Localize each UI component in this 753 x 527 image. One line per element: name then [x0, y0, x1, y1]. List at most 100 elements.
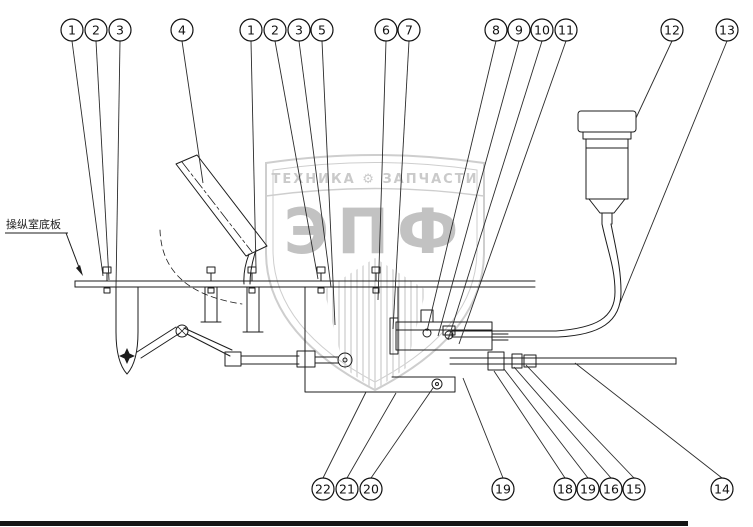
- callout-number: 1: [68, 23, 76, 38]
- callout-circle: [484, 18, 508, 42]
- leader-line-18: [493, 370, 566, 479]
- callout-circle: [310, 18, 334, 42]
- callout-circle: [576, 477, 600, 501]
- callout-circle: [530, 18, 554, 42]
- arrowhead-icon: [76, 265, 83, 276]
- pedal-travel-arc: [159, 229, 243, 305]
- callout-13: 13: [715, 18, 739, 42]
- callout-circle: [287, 18, 311, 42]
- star-mark-icon: [119, 348, 135, 364]
- linkage-arm: [136, 324, 233, 359]
- callout-number: 2: [92, 23, 100, 38]
- leader-lines: [71, 40, 728, 479]
- leader-line-4: [181, 40, 204, 184]
- callout-number: 19: [495, 482, 511, 497]
- reservoir-cap: [577, 110, 637, 133]
- callout-16: 16: [599, 477, 623, 501]
- callout-circle: [311, 477, 335, 501]
- callout-number: 18: [557, 482, 573, 497]
- callout-circle: [491, 477, 515, 501]
- bolt-icon: [316, 266, 326, 294]
- watermark-logo-text: ЭПФ: [284, 195, 467, 268]
- callout-circle: [397, 18, 421, 42]
- callout-number: 3: [295, 23, 303, 38]
- callout-number: 22: [315, 482, 331, 497]
- callout-number: 6: [382, 23, 390, 38]
- callout-circle: [84, 18, 108, 42]
- callout-2: 2: [263, 18, 287, 42]
- leader-line-21: [346, 392, 397, 479]
- middle-hangers: [200, 286, 264, 333]
- callout-20: 20: [359, 477, 383, 501]
- callout-number: 5: [318, 23, 326, 38]
- rod-fitting: [487, 351, 505, 371]
- callout-12: 12: [660, 18, 684, 42]
- bolt-icon: [247, 266, 257, 294]
- push-rod: [449, 333, 677, 371]
- callout-circle: [554, 18, 578, 42]
- leader-line-20: [370, 387, 434, 479]
- callout-circle: [239, 18, 263, 42]
- callout-8: 8: [484, 18, 508, 42]
- callout-number: 15: [626, 482, 642, 497]
- callout-10: 10: [530, 18, 554, 42]
- callout-number: 10: [534, 23, 550, 38]
- callout-circle: [263, 18, 287, 42]
- callout-number: 2: [271, 23, 279, 38]
- callout-number: 3: [116, 23, 124, 38]
- fluid-reservoir: [451, 110, 637, 338]
- callout-15: 15: [622, 477, 646, 501]
- banjo-bolt-icon: [422, 328, 432, 338]
- reservoir-hose: [451, 223, 616, 332]
- leader-line-7: [392, 40, 410, 330]
- center-bracket: [304, 286, 456, 393]
- leader-line-6: [377, 40, 387, 301]
- callout-circle: [335, 477, 359, 501]
- callout-22: 22: [311, 477, 335, 501]
- left-hanger-bracket: [115, 286, 139, 375]
- bolt-icon: [371, 266, 381, 294]
- leader-line-2: [95, 40, 110, 281]
- callout-circle: [170, 18, 194, 42]
- leader-line-8: [426, 40, 497, 332]
- callout-circle: [374, 18, 398, 42]
- rod-nut: [523, 354, 537, 368]
- watermark: ТЕХНИКА ⚙ ЗАПЧАСТИ ЭПФ: [265, 154, 485, 392]
- callout-number: 11: [558, 23, 574, 38]
- watermark-emblem-hatch: [324, 258, 426, 390]
- watermark-banner-text: ТЕХНИКА ⚙ ЗАПЧАСТИ: [272, 172, 479, 187]
- leader-line-16: [513, 366, 612, 479]
- callout-circle: [715, 18, 739, 42]
- callout-circle: [507, 18, 531, 42]
- callout-circle: [108, 18, 132, 42]
- leader-line-14: [574, 362, 723, 479]
- callout-number: 9: [515, 23, 523, 38]
- master-cylinder: [389, 309, 493, 355]
- callout-5: 5: [310, 18, 334, 42]
- callout-circle: [599, 477, 623, 501]
- pedal-assembly: [159, 154, 268, 305]
- callout-19: 19: [491, 477, 515, 501]
- leader-line-10: [447, 40, 543, 341]
- pedal-pad: [175, 154, 268, 257]
- callout-14: 14: [710, 477, 734, 501]
- leader-line-2: [274, 40, 319, 280]
- leader-line-3: [115, 40, 121, 288]
- callout-number: 1: [247, 23, 255, 38]
- callout-21: 21: [335, 477, 359, 501]
- callout-1: 1: [60, 18, 84, 42]
- leader-line-5: [321, 40, 336, 326]
- leader-line-1: [250, 40, 257, 269]
- leader-line-22: [322, 391, 367, 479]
- callout-4: 4: [170, 18, 194, 42]
- callout-3: 3: [108, 18, 132, 42]
- leader-line-15: [525, 364, 635, 479]
- callout-circle: [60, 18, 84, 42]
- leader-line-13: [619, 40, 728, 304]
- callout-number: 21: [339, 482, 355, 497]
- callout-18: 18: [553, 477, 577, 501]
- leader-line-12: [635, 40, 673, 119]
- callout-circle: [553, 477, 577, 501]
